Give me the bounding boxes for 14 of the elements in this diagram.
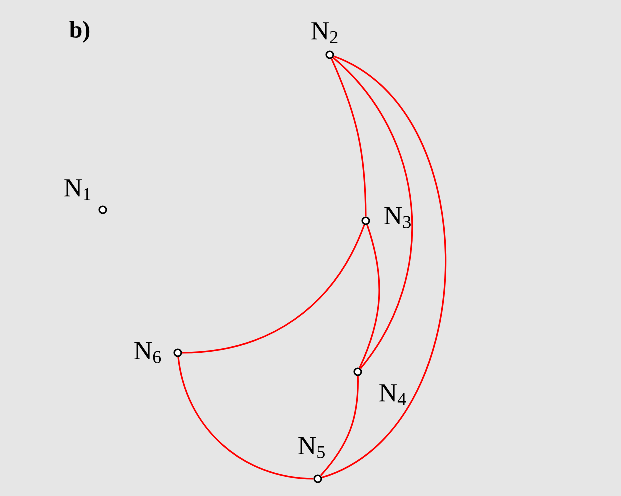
curve [182, 224, 366, 354]
curve [178, 357, 314, 480]
node-label: N$_{1}$ [64, 180, 91, 200]
node-label: N$_{2}$ [312, 22, 338, 44]
node-label: N$_{5}$ [298, 438, 325, 458]
panel-label: b) [70, 21, 90, 43]
node-label: N$_{6}$ [134, 342, 162, 364]
curve [359, 224, 380, 368]
curve [322, 56, 446, 478]
node-label: N$_{3}$ [384, 208, 411, 228]
node-label: N$_{4}$ [380, 384, 406, 406]
curve [320, 376, 359, 476]
curve [331, 58, 367, 217]
curve [332, 57, 414, 370]
